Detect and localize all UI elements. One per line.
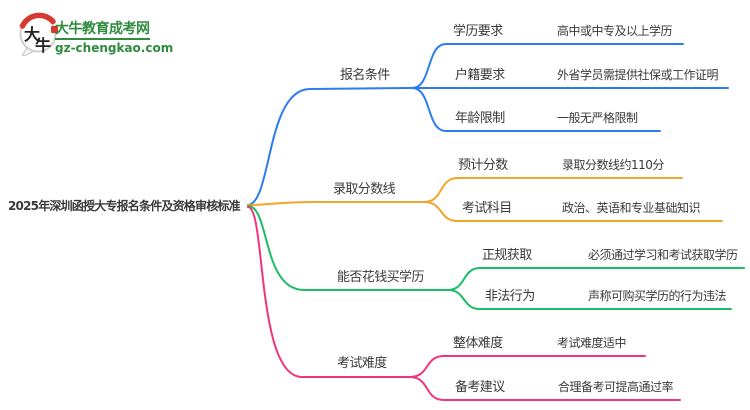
subtopic-illegal-practice: 非法行为	[485, 289, 535, 304]
leaf-residency-requirement-value: 外省学员需提供社保或工作证明	[557, 68, 719, 82]
logo-divider	[55, 38, 150, 40]
svg-text:牛: 牛	[35, 36, 51, 55]
subtopic-residency-requirement: 户籍要求	[455, 68, 505, 83]
leaf-age-limit-value: 一般无严格限制	[557, 111, 638, 125]
leaf-estimated-score-value: 录取分数线约110分	[562, 158, 664, 172]
subtopic-overall-difficulty: 整体难度	[453, 336, 503, 351]
branch-buy-diploma-question: 能否花钱买学历	[337, 270, 424, 285]
logo-bubble-icon: 大 牛	[19, 12, 58, 56]
subtopic-preparation-advice: 备考建议	[455, 380, 505, 395]
leaf-preparation-advice-value: 合理备考可提高通过率	[558, 380, 674, 394]
branch-enrollment-conditions: 报名条件	[340, 68, 390, 83]
branch-lines-buy-diploma	[247, 205, 745, 310]
site-logo: 大 牛 大牛教育成考网 gz-chengkao.com	[0, 0, 200, 60]
branch-exam-difficulty: 考试难度	[337, 356, 387, 371]
branch-lines-enrollment-conditions	[247, 43, 729, 206]
site-url: gz-chengkao.com	[55, 41, 174, 55]
branch-lines-exam-difficulty	[247, 206, 681, 401]
subtopic-exam-subjects: 考试科目	[462, 201, 512, 216]
branch-lines-admission-score	[247, 177, 723, 222]
leaf-overall-difficulty-value: 考试难度适中	[557, 336, 627, 350]
subtopic-age-limit: 年龄限制	[455, 111, 505, 126]
leaf-exam-subjects-value: 政治、英语和专业基础知识	[562, 201, 701, 215]
site-name: 大牛教育成考网	[55, 21, 150, 37]
svg-text:大: 大	[24, 25, 40, 44]
root-topic: 2025年深圳函授大专报名条件及资格审核标准	[8, 199, 241, 213]
branch-admission-score-line: 录取分数线	[333, 182, 396, 197]
subtopic-legitimate-acquisition: 正规获取	[482, 248, 532, 263]
subtopic-estimated-score: 预计分数	[458, 158, 508, 173]
leaf-legitimate-acquisition-value: 必须通过学习和考试获取学历	[588, 248, 738, 262]
leaf-illegal-practice-value: 声称可购买学历的行为违法	[588, 289, 727, 303]
subtopic-education-requirement: 学历要求	[453, 24, 503, 39]
leaf-education-requirement-value: 高中或中专及以上学历	[557, 24, 673, 38]
